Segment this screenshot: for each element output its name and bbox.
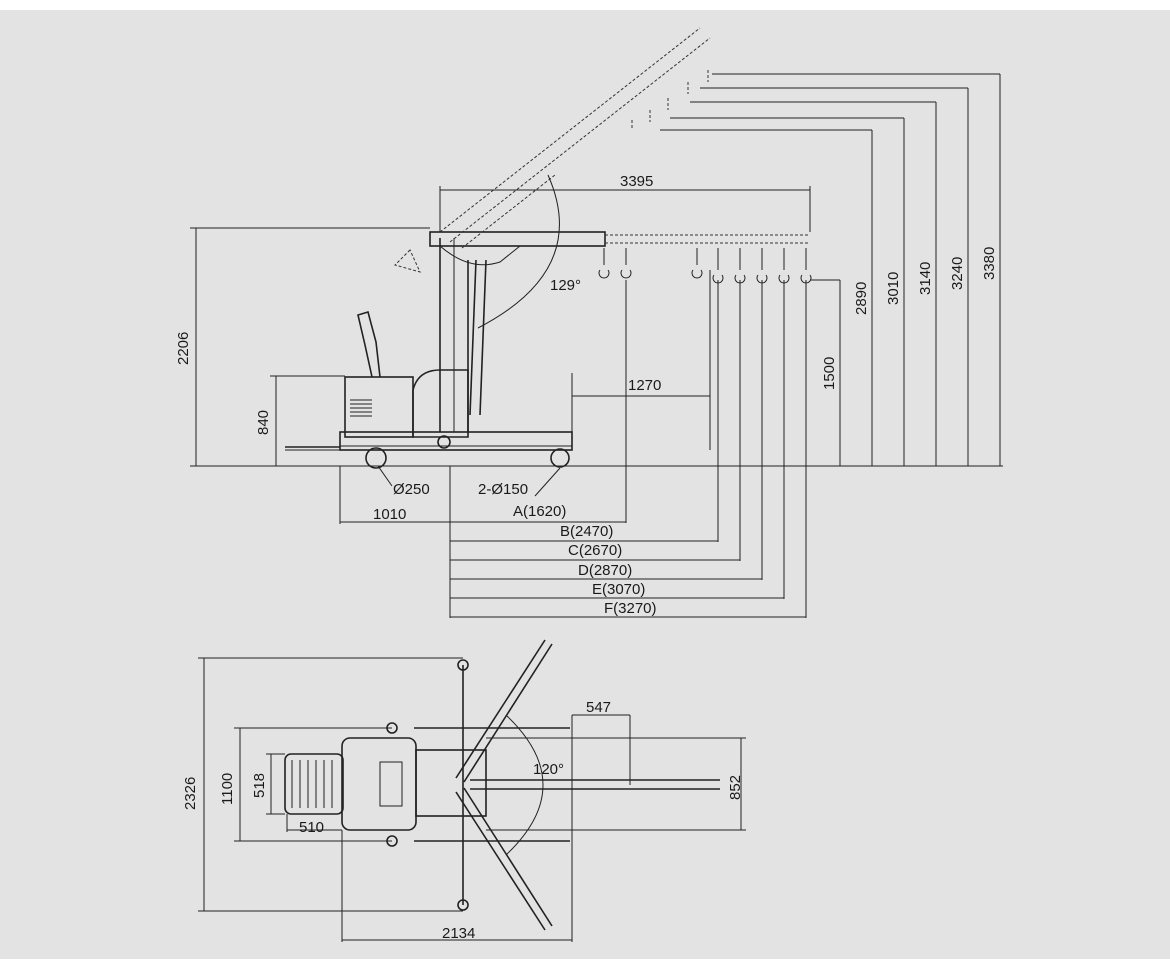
dim-1270: 1270 bbox=[628, 377, 661, 394]
crane-chassis bbox=[285, 310, 573, 469]
angle-arc-129 bbox=[477, 174, 560, 329]
dim-e: E(3070) bbox=[592, 581, 645, 598]
dim-2326: 2326 bbox=[182, 777, 199, 810]
dim-3380: 3380 bbox=[981, 247, 998, 280]
dim-547: 547 bbox=[586, 699, 611, 716]
dim-1500: 1500 bbox=[821, 357, 838, 390]
angle-120: 120° bbox=[533, 761, 564, 778]
angle-arc-120 bbox=[505, 714, 544, 856]
dim-2890: 2890 bbox=[853, 282, 870, 315]
top-dimension-labels: 2326 1100 518 510 547 120° 852 2134 bbox=[182, 699, 744, 942]
dim-518: 518 bbox=[251, 773, 268, 798]
dim-852: 852 bbox=[727, 775, 744, 800]
dim-3010: 3010 bbox=[885, 272, 902, 305]
dim-1100: 1100 bbox=[219, 773, 236, 805]
counterweight bbox=[284, 753, 344, 815]
mast-base bbox=[415, 749, 487, 817]
angle-129: 129° bbox=[550, 277, 581, 294]
top-chassis bbox=[284, 659, 570, 911]
technical-drawing: 3395 2206 840 1270 129° 1500 2890 3010 3… bbox=[175, 27, 1003, 942]
motor-housing bbox=[412, 369, 469, 438]
dim-2206: 2206 bbox=[175, 332, 192, 365]
dim-510: 510 bbox=[299, 819, 324, 836]
wheel-250-label: Ø250 bbox=[393, 481, 430, 498]
side-dimension-labels: 3395 2206 840 1270 129° 1500 2890 3010 3… bbox=[175, 173, 998, 617]
dim-3395: 3395 bbox=[620, 173, 653, 190]
drawing-sheet: 3395 2206 840 1270 129° 1500 2890 3010 3… bbox=[0, 10, 1170, 959]
top-dimension-lines bbox=[198, 657, 746, 942]
tiller-handle bbox=[357, 310, 381, 378]
dim-840: 840 bbox=[255, 410, 272, 435]
dim-d: D(2870) bbox=[578, 562, 632, 579]
control-box bbox=[344, 376, 414, 438]
crane-mast bbox=[439, 238, 487, 432]
dim-f: F(3270) bbox=[604, 600, 657, 617]
dim-a: A(1620) bbox=[513, 503, 566, 520]
top-view: 2326 1100 518 510 547 120° 852 2134 bbox=[182, 639, 746, 942]
side-dimension-lines bbox=[190, 73, 1001, 618]
wheel-150-label: 2-Ø150 bbox=[478, 481, 528, 498]
horizontal-boom bbox=[429, 231, 812, 284]
dim-2134: 2134 bbox=[442, 925, 475, 942]
drive-wheel bbox=[365, 447, 387, 469]
dim-b: B(2470) bbox=[560, 523, 613, 540]
dim-1010: 1010 bbox=[373, 506, 406, 523]
dim-3240: 3240 bbox=[949, 257, 966, 290]
top-booms bbox=[455, 639, 720, 931]
raised-boom bbox=[394, 27, 711, 273]
dim-c: C(2670) bbox=[568, 542, 622, 559]
rear-wheel bbox=[550, 448, 570, 468]
dim-3140: 3140 bbox=[917, 262, 934, 295]
side-view: 3395 2206 840 1270 129° 1500 2890 3010 3… bbox=[175, 27, 1003, 618]
